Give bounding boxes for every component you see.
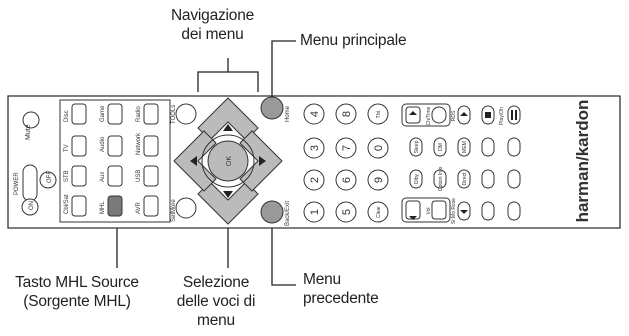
small-button-labels-a: Tht. Clear xyxy=(376,110,382,218)
label-sleep: Sleep xyxy=(414,140,420,153)
callout-menu-navigation: Navigazione dei menu xyxy=(150,6,275,44)
side-button-labels: TOOLs SetMore xyxy=(171,105,177,222)
callout-menu-navigation-line2: dei menu xyxy=(181,26,244,43)
power-mute-area xyxy=(21,111,57,216)
label-option-info: Option Info xyxy=(438,167,444,192)
num-1: 1 xyxy=(309,209,321,215)
source-label-avr: AVR xyxy=(136,201,142,214)
label-chtime: Ch/Time xyxy=(426,106,432,125)
num-2: 2 xyxy=(309,177,321,183)
label-direct: Direct xyxy=(462,172,468,186)
source-labels: Disc TV STB Cbl/Sat Game Audio Aux MHL R… xyxy=(64,105,142,214)
remote-body xyxy=(7,95,621,229)
label-dm: DM xyxy=(438,143,444,151)
callout-mhl-source-line2: (Sorgente MHL) xyxy=(23,293,131,310)
label-tht: Tht. xyxy=(376,110,382,119)
source-label-mhl: MHL xyxy=(100,201,106,214)
nav-arrows xyxy=(190,124,266,198)
callout-previous-menu-line1: Menu xyxy=(303,271,341,288)
label-clear: Clear xyxy=(376,206,382,218)
source-label-radio: Radio xyxy=(136,106,142,122)
callout-main-menu: Menu principale xyxy=(300,32,407,49)
label-mem: MEM xyxy=(462,141,468,153)
label-vol: Vol xyxy=(426,208,432,215)
function-buttons xyxy=(401,103,521,223)
num-4: 4 xyxy=(309,111,321,117)
source-grid xyxy=(59,99,171,223)
callout-item-selection-line3: menu xyxy=(197,312,235,329)
callout-previous-menu: Menu precedente xyxy=(303,270,379,308)
source-label-stb: STB xyxy=(64,170,70,182)
callout-mhl-source: Tasto MHL Source (Sorgente MHL) xyxy=(2,273,152,311)
source-label-tv: TV xyxy=(64,144,70,152)
home-back-buttons xyxy=(260,96,284,224)
mute-label: Mute xyxy=(25,124,32,140)
source-label-usb: USB xyxy=(136,170,142,182)
power-mute-labels: Mute POWER ON OFF xyxy=(14,124,53,210)
home-back-labels: Home Back/Exit xyxy=(285,105,291,226)
ok-label: OK xyxy=(226,156,233,166)
callout-previous-menu-line2: precedente xyxy=(303,290,379,307)
num-9: 9 xyxy=(373,177,385,183)
num-5: 5 xyxy=(341,209,353,215)
home-label: Home xyxy=(285,105,291,122)
power-label: POWER xyxy=(14,172,20,195)
transport-glyphs xyxy=(409,110,517,220)
source-label-network: Network xyxy=(136,132,142,155)
source-label-aux: Aux xyxy=(100,172,106,182)
callout-menu-navigation-line1: Navigazione xyxy=(170,7,255,24)
source-label-cblsat: Cbl/Sat xyxy=(64,194,70,214)
brand-logo: harman/kardon xyxy=(573,100,592,223)
backexit-label: Back/Exit xyxy=(285,201,291,226)
label-srmo: Sr.Mo Rcoe xyxy=(451,198,457,224)
source-label-disc: Disc xyxy=(64,110,70,122)
small-button-labels-b: Sleep DM MEM Dlby Option Info Direct Ch/… xyxy=(414,106,505,224)
off-label: OFF xyxy=(47,171,53,183)
source-label-game: Game xyxy=(100,105,106,122)
setmore-label: SetMore xyxy=(171,199,177,222)
side-buttons xyxy=(175,103,197,219)
label-rds: RDS xyxy=(451,110,457,121)
source-label-audio: Audio xyxy=(100,136,106,152)
callout-item-selection: Selezione delle voci di menu xyxy=(160,273,272,330)
num-3: 3 xyxy=(309,145,321,151)
tools-label: TOOLs xyxy=(171,105,177,124)
callout-item-selection-line1: Selezione xyxy=(182,274,250,291)
num-8: 8 xyxy=(341,111,353,117)
on-label: ON xyxy=(29,201,35,210)
callout-item-selection-line2: delle voci di xyxy=(176,293,256,310)
number-labels: 4 8 3 7 0 2 6 9 1 5 xyxy=(309,111,385,215)
label-dlby: Dlby xyxy=(414,174,420,185)
callout-mhl-source-line1: Tasto MHL Source xyxy=(15,274,139,291)
label-playoh: Play/Oh xyxy=(499,107,505,125)
num-0: 0 xyxy=(373,145,385,151)
num-7: 7 xyxy=(341,145,353,151)
num-6: 6 xyxy=(341,177,353,183)
number-pad xyxy=(303,103,389,223)
